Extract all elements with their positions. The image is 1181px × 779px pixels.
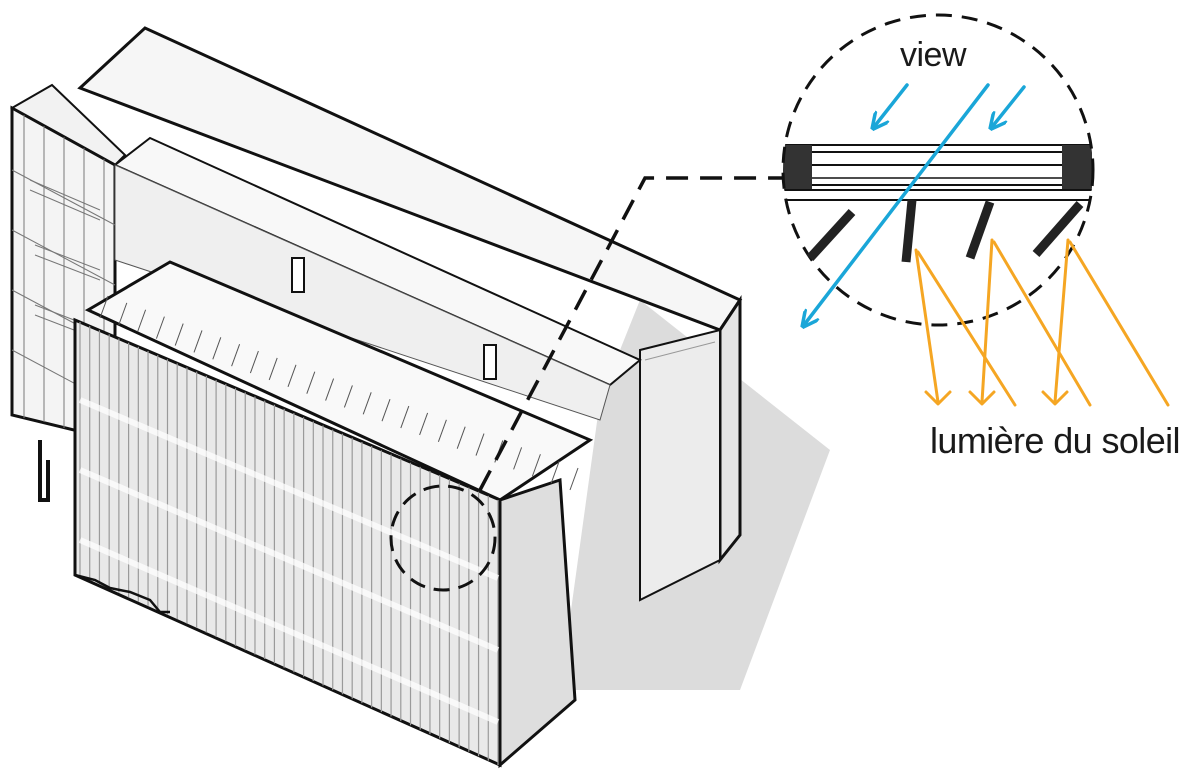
railing-post (419, 412, 429, 436)
front-volume (73, 260, 594, 769)
railing-post (569, 467, 579, 491)
view-label: view (900, 36, 967, 74)
rear-building (77, 26, 743, 602)
roof-railing (99, 295, 579, 491)
railing-post (531, 454, 541, 477)
railing-post (268, 357, 278, 381)
railing-post (249, 350, 259, 374)
view-arrows (804, 83, 1026, 325)
railing-post (325, 378, 335, 401)
detail-marker-circle (389, 484, 497, 592)
railing-post (306, 371, 316, 394)
railing-post (475, 433, 485, 456)
fin-section-detail (781, 13, 1095, 327)
railing-post (99, 295, 109, 319)
railing-post (174, 323, 184, 346)
railing-post (513, 447, 523, 470)
railing-post (231, 343, 241, 367)
railing-post (456, 426, 466, 449)
railing-post (550, 460, 560, 484)
railing-post (155, 316, 165, 339)
middle-volume (113, 136, 642, 421)
fin-sections (806, 199, 1084, 263)
sunlight-label: lumière du soleil (930, 420, 1181, 461)
railing-post (381, 399, 391, 422)
railing-post (212, 337, 222, 360)
railing-post (343, 385, 353, 408)
railing-post (193, 330, 203, 353)
sunlight-rays (914, 238, 1170, 407)
railing-post (287, 364, 297, 387)
railing-post (137, 309, 147, 332)
railing-post (362, 392, 372, 415)
railing-post (400, 405, 410, 429)
callout-leader-line (478, 176, 785, 491)
railing-post (118, 302, 128, 326)
railing-post (437, 419, 447, 443)
